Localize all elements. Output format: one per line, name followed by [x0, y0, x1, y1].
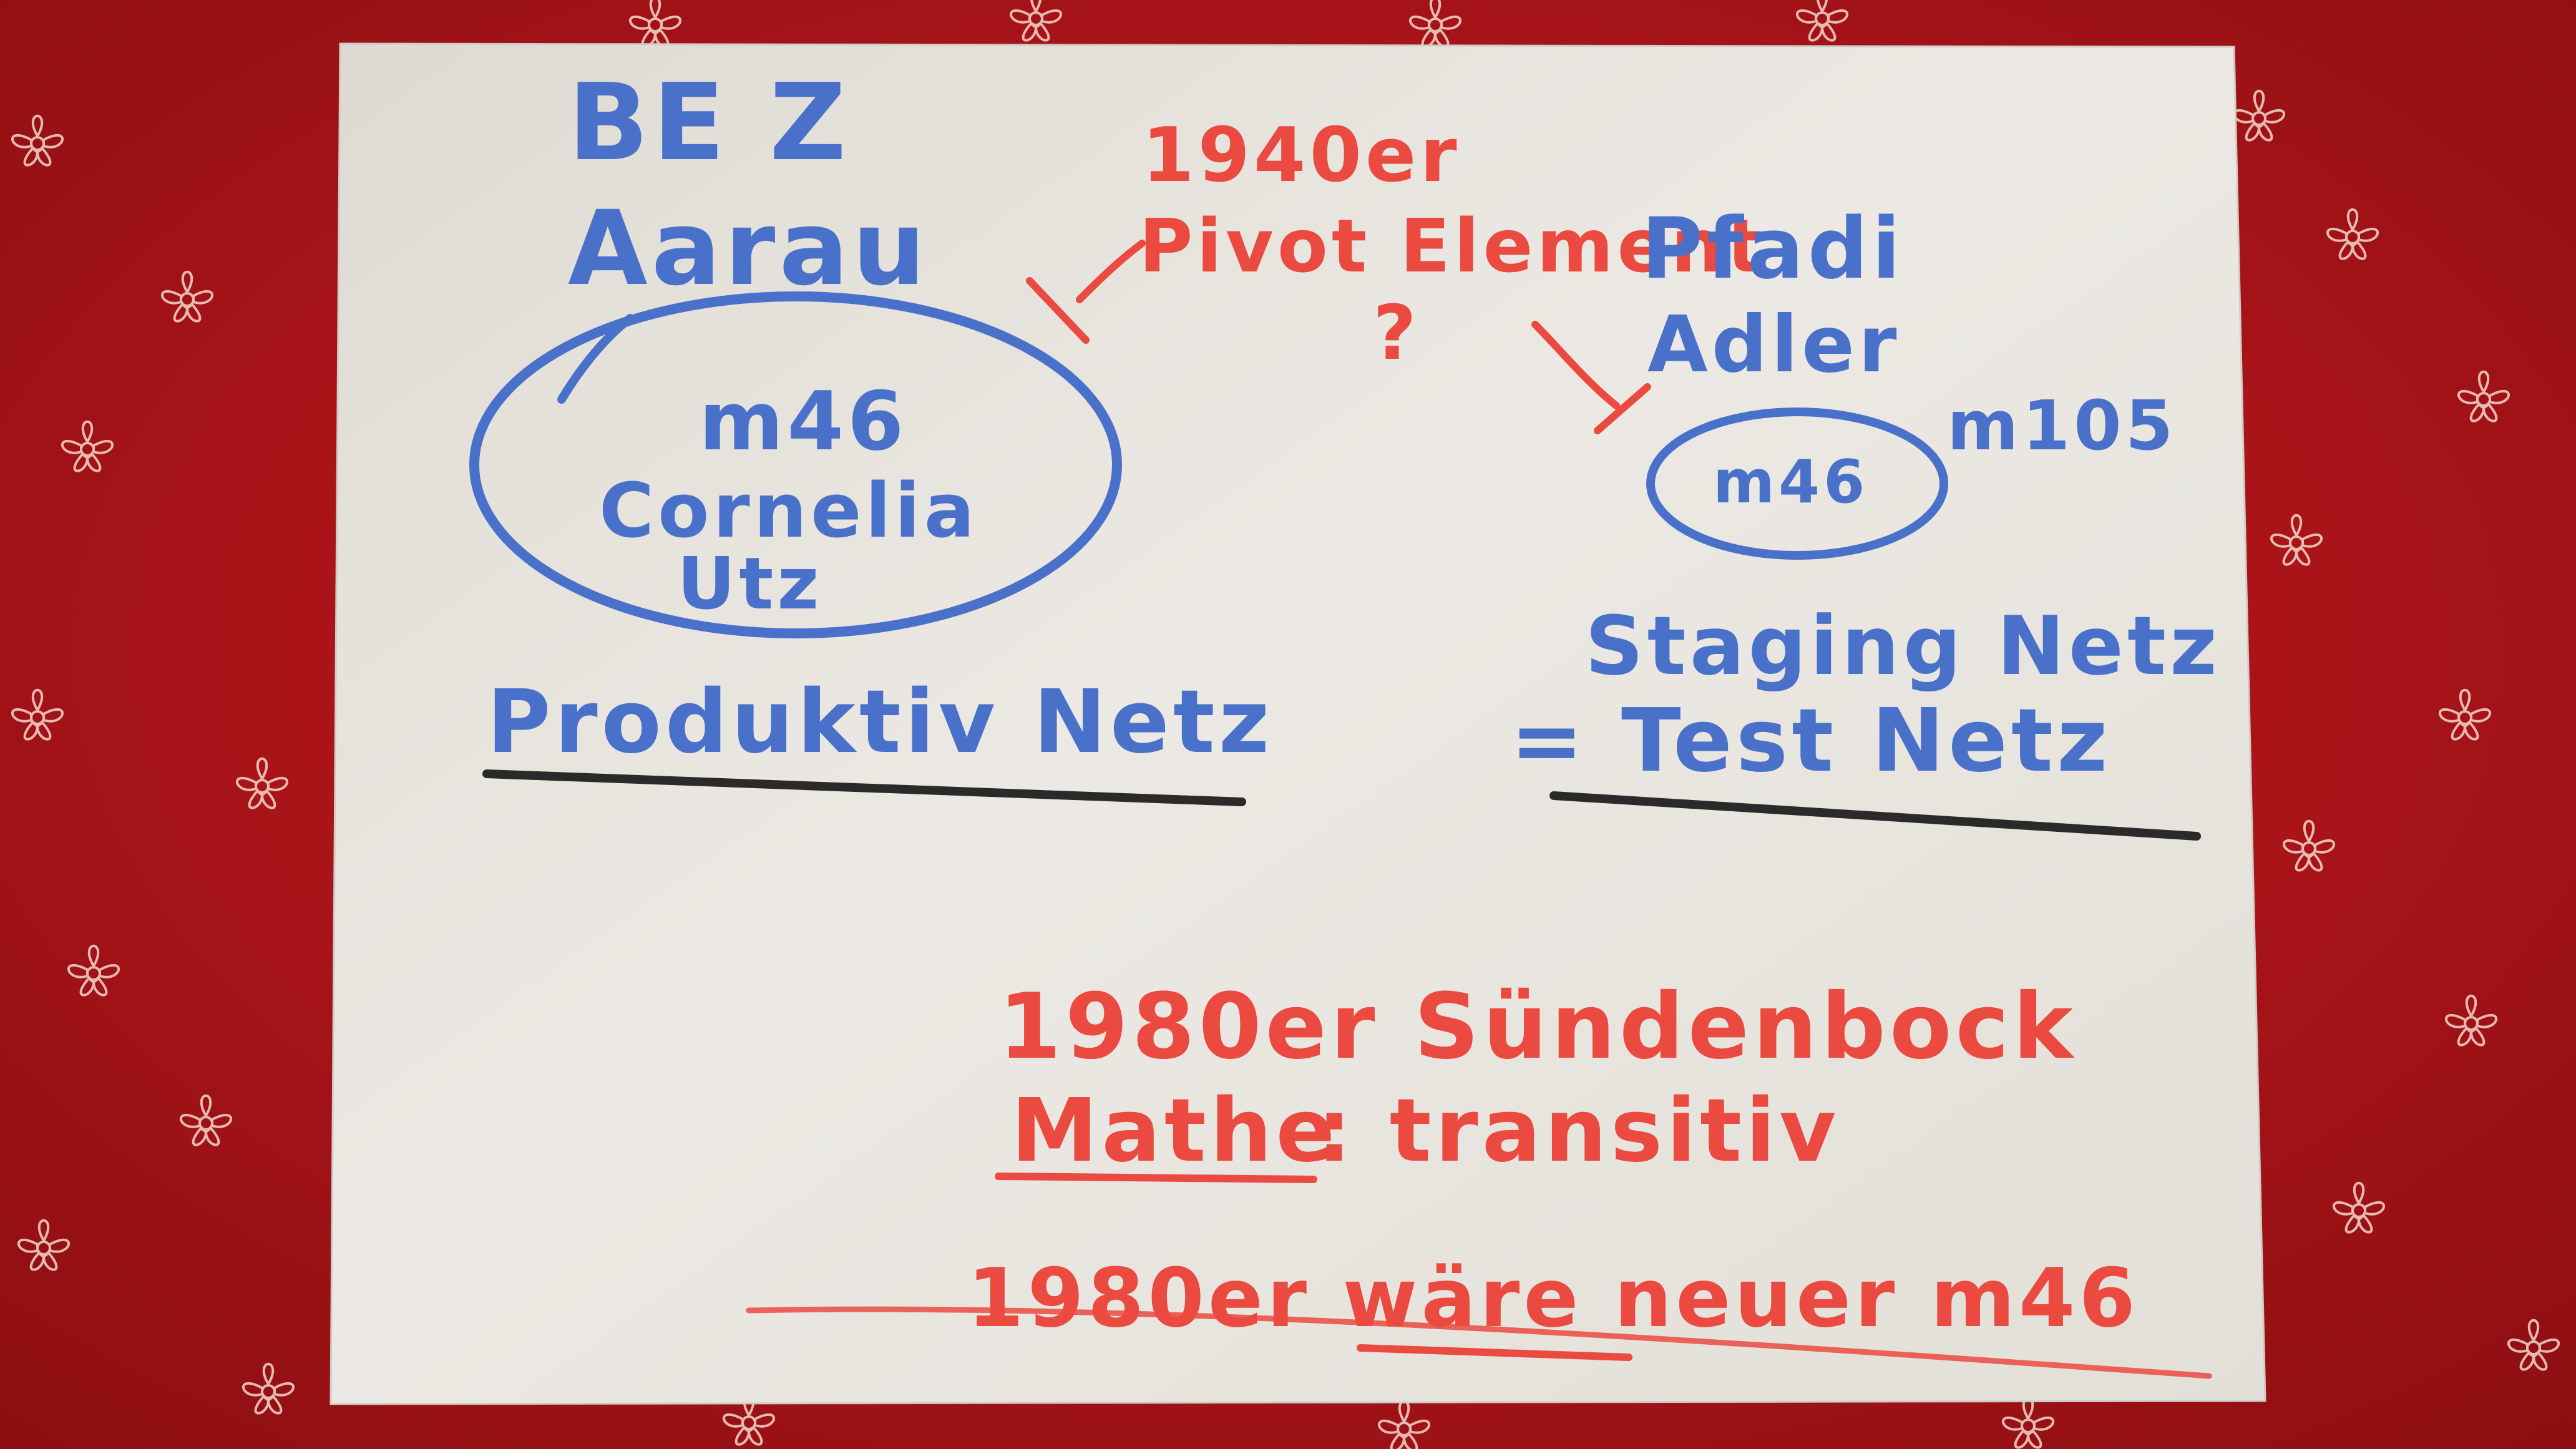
left-ellipse-line-1: m46	[699, 374, 907, 469]
middle-question-mark: ?	[1373, 290, 1420, 377]
right-ellipse-text: m46	[1713, 448, 1868, 517]
bottom-note-line-2-rest: : transitiv	[1317, 1080, 1840, 1182]
left-underline	[482, 769, 1246, 806]
left-ellipse-line-3: Utz	[677, 542, 822, 626]
bottom-note-mathe-underline	[995, 1173, 1317, 1183]
right-side-label: m105	[1947, 386, 2177, 466]
paper-sheet	[329, 42, 2266, 1405]
right-ellipse	[1646, 407, 1948, 560]
bottom-note-line-1: 1980er Sündenbock	[998, 974, 2077, 1080]
red-arrow-left	[1026, 240, 1146, 344]
right-heading-line-2: Adler	[1647, 300, 1901, 390]
left-network-label: Produktiv Netz	[487, 671, 1273, 773]
right-network-label-2: = Test Netz	[1510, 690, 2111, 792]
red-arrow-right	[1531, 321, 1651, 434]
right-heading-line-1: Pfadi	[1641, 200, 1905, 298]
left-ellipse-line-2: Cornelia	[599, 468, 978, 555]
left-heading-line-2: Aarau	[568, 188, 929, 308]
right-network-label-1: Staging Netz	[1585, 598, 2221, 693]
bottom-note-waere-underline	[1357, 1344, 1632, 1361]
bottom-note-line-2-prefix: Mathe	[1011, 1080, 1339, 1182]
bottom-note-strikethrough	[746, 1306, 2212, 1379]
left-ellipse	[469, 291, 1122, 638]
middle-pivot-label: Pivot Element	[1139, 203, 1766, 289]
middle-decade: 1940er	[1142, 112, 1461, 199]
left-heading-line-1: BE Z	[568, 61, 850, 185]
right-underline	[1549, 791, 2201, 841]
